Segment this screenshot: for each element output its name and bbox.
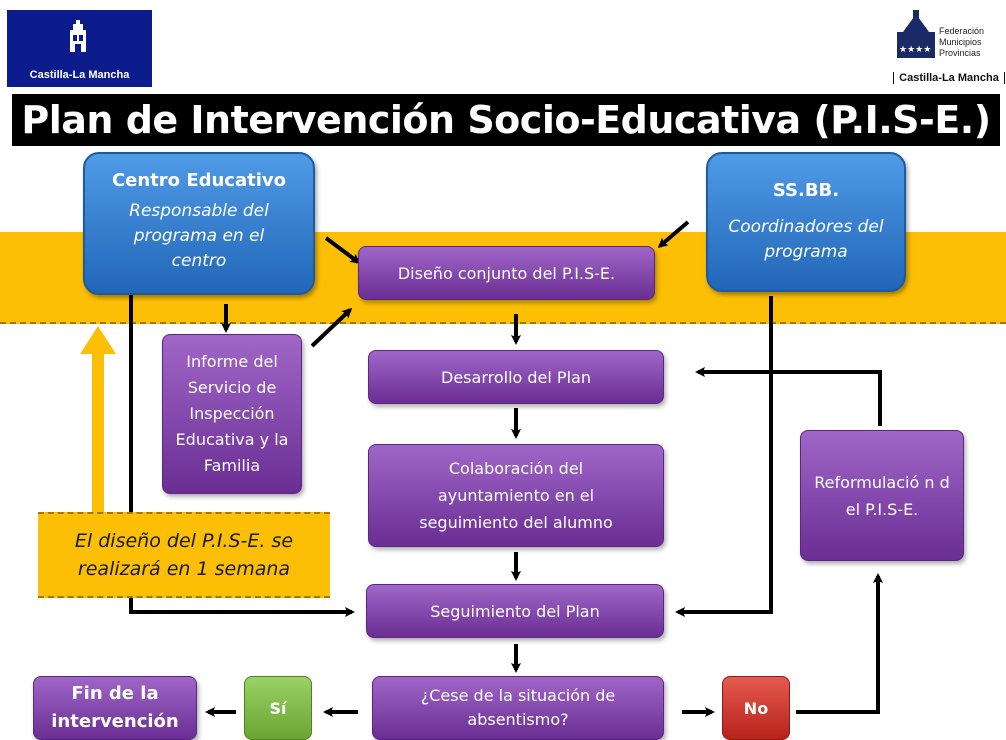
si-label: Sí (269, 698, 287, 718)
arrow-reformulacion-desarrollo (695, 367, 882, 426)
logo-right-line-4: Castilla-La Mancha (893, 72, 1005, 84)
arrow-ssbb-diseno (657, 220, 690, 248)
logo-right-line-1: Federación (939, 26, 985, 36)
logo-left-text: Castilla-La Mancha (29, 69, 130, 81)
ssbb-title: SS.BB. (772, 180, 840, 201)
ssbb-subtitle: Coordinadores del programa (728, 217, 884, 262)
arrow-no-reformulacion (796, 573, 883, 714)
logo-right-line-3: Provincias (939, 48, 981, 58)
arrow-centro-seguimiento (129, 290, 355, 617)
no-label: No (743, 698, 769, 718)
duration-note: El diseño del P.I.S-E. se realizará en 1… (38, 512, 330, 598)
colaboracion-label: Colaboración del ayuntamiento en el segu… (419, 459, 613, 532)
arrow-ssbb-seguimiento (675, 296, 773, 617)
colaboracion-box: Colaboración del ayuntamiento en el segu… (368, 444, 664, 547)
page-title: Plan de Intervención Socio-Educativa (P.… (12, 94, 1000, 146)
centro-subtitle: Responsable del programa en el centro (129, 201, 269, 271)
duration-note-text: El diseño del P.I.S-E. se realizará en 1… (74, 530, 294, 580)
fin-label: Fin de la intervención (51, 683, 179, 732)
arrow-centro-diseno (324, 236, 361, 264)
informe-label: Informe del Servicio de Inspección Educa… (175, 352, 289, 475)
arrow-informe-diseno (310, 307, 353, 348)
svg-text:★★★★: ★★★★ (899, 45, 931, 55)
cese-label: ¿Cese de la situación de absentismo? (420, 686, 616, 729)
logo-right-line-2: Municipios (939, 37, 982, 47)
reformulacion-label: Reformulació n del P.I.S-E. (814, 472, 950, 519)
centro-title: Centro Educativo (111, 170, 287, 191)
yellow-arrow-head (80, 326, 116, 354)
si-box: Sí (244, 676, 312, 740)
castle-icon: ★★★★ (897, 10, 935, 58)
seguimiento-box: Seguimiento del Plan (366, 584, 664, 638)
desarrollo-label: Desarrollo del Plan (441, 367, 591, 387)
crest-icon (70, 20, 86, 52)
no-box: No (722, 676, 790, 740)
informe-box: Informe del Servicio de Inspección Educa… (162, 334, 302, 494)
reformulacion-box: Reformulació n del P.I.S-E. (800, 430, 964, 561)
diseno-box: Diseño conjunto del P.I.S-E. (358, 246, 655, 300)
cese-box: ¿Cese de la situación de absentismo? (372, 676, 664, 740)
diseno-label: Diseño conjunto del P.I.S-E. (397, 263, 616, 283)
ssbb-box: SS.BB. Coordinadores del programa (706, 152, 906, 292)
desarrollo-box: Desarrollo del Plan (368, 350, 664, 404)
seguimiento-label: Seguimiento del Plan (430, 601, 600, 621)
federacion-municipios-logo: ★★★★ Federación Municipios Provincias Ca… (893, 10, 1005, 90)
fin-box: Fin de la intervención (33, 676, 197, 740)
castilla-la-mancha-logo: Castilla-La Mancha (7, 10, 152, 87)
centro-educativo-box: Centro Educativo Responsable del program… (83, 152, 315, 295)
